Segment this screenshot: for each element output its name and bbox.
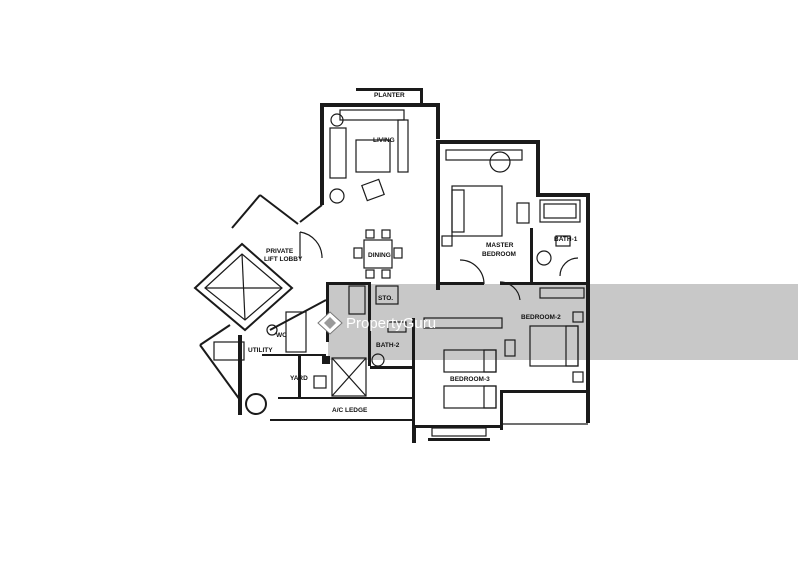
dining-furniture	[299, 229, 403, 279]
interior-walls	[262, 228, 590, 426]
watermark: PropertyGuru	[317, 311, 436, 335]
private-lift-lobby-label-2: LIFT LOBBY	[264, 256, 303, 263]
bedroom-2-furniture	[499, 281, 585, 383]
yard-label: YARD	[290, 375, 308, 382]
dining-label: DINING	[368, 252, 391, 259]
planter-label: PLANTER	[374, 92, 405, 99]
master-bedroom-furniture	[441, 149, 530, 285]
utility-label: UTILITY	[248, 347, 273, 354]
living-furniture	[329, 109, 409, 204]
master-bedroom-label-2: BEDROOM	[482, 251, 516, 258]
living-label: LIVING	[373, 137, 395, 144]
wc-label: WC	[276, 332, 287, 339]
bedroom-3-furniture	[423, 317, 503, 437]
bath-2-label: BATH-2	[376, 342, 400, 349]
private-lift-lobby-label-1: PRIVATE	[266, 248, 294, 255]
propertyguru-logo-icon	[317, 311, 343, 335]
ac-ledge-label: A/C LEDGE	[332, 407, 368, 414]
watermark-text: PropertyGuru	[346, 315, 436, 332]
bedroom-3-label: BEDROOM-3	[450, 376, 490, 383]
bath-1-label: BATH-1	[554, 236, 578, 243]
bath-1-fixtures	[536, 199, 581, 277]
room-labels: PLANTER LIVING PRIVATE LIFT LOBBY DINING…	[248, 92, 578, 414]
bedroom-2-label: BEDROOM-2	[521, 314, 561, 321]
sto-label: STO.	[378, 295, 393, 302]
master-bedroom-label-1: MASTER	[486, 242, 514, 249]
service-fixtures	[213, 285, 407, 415]
